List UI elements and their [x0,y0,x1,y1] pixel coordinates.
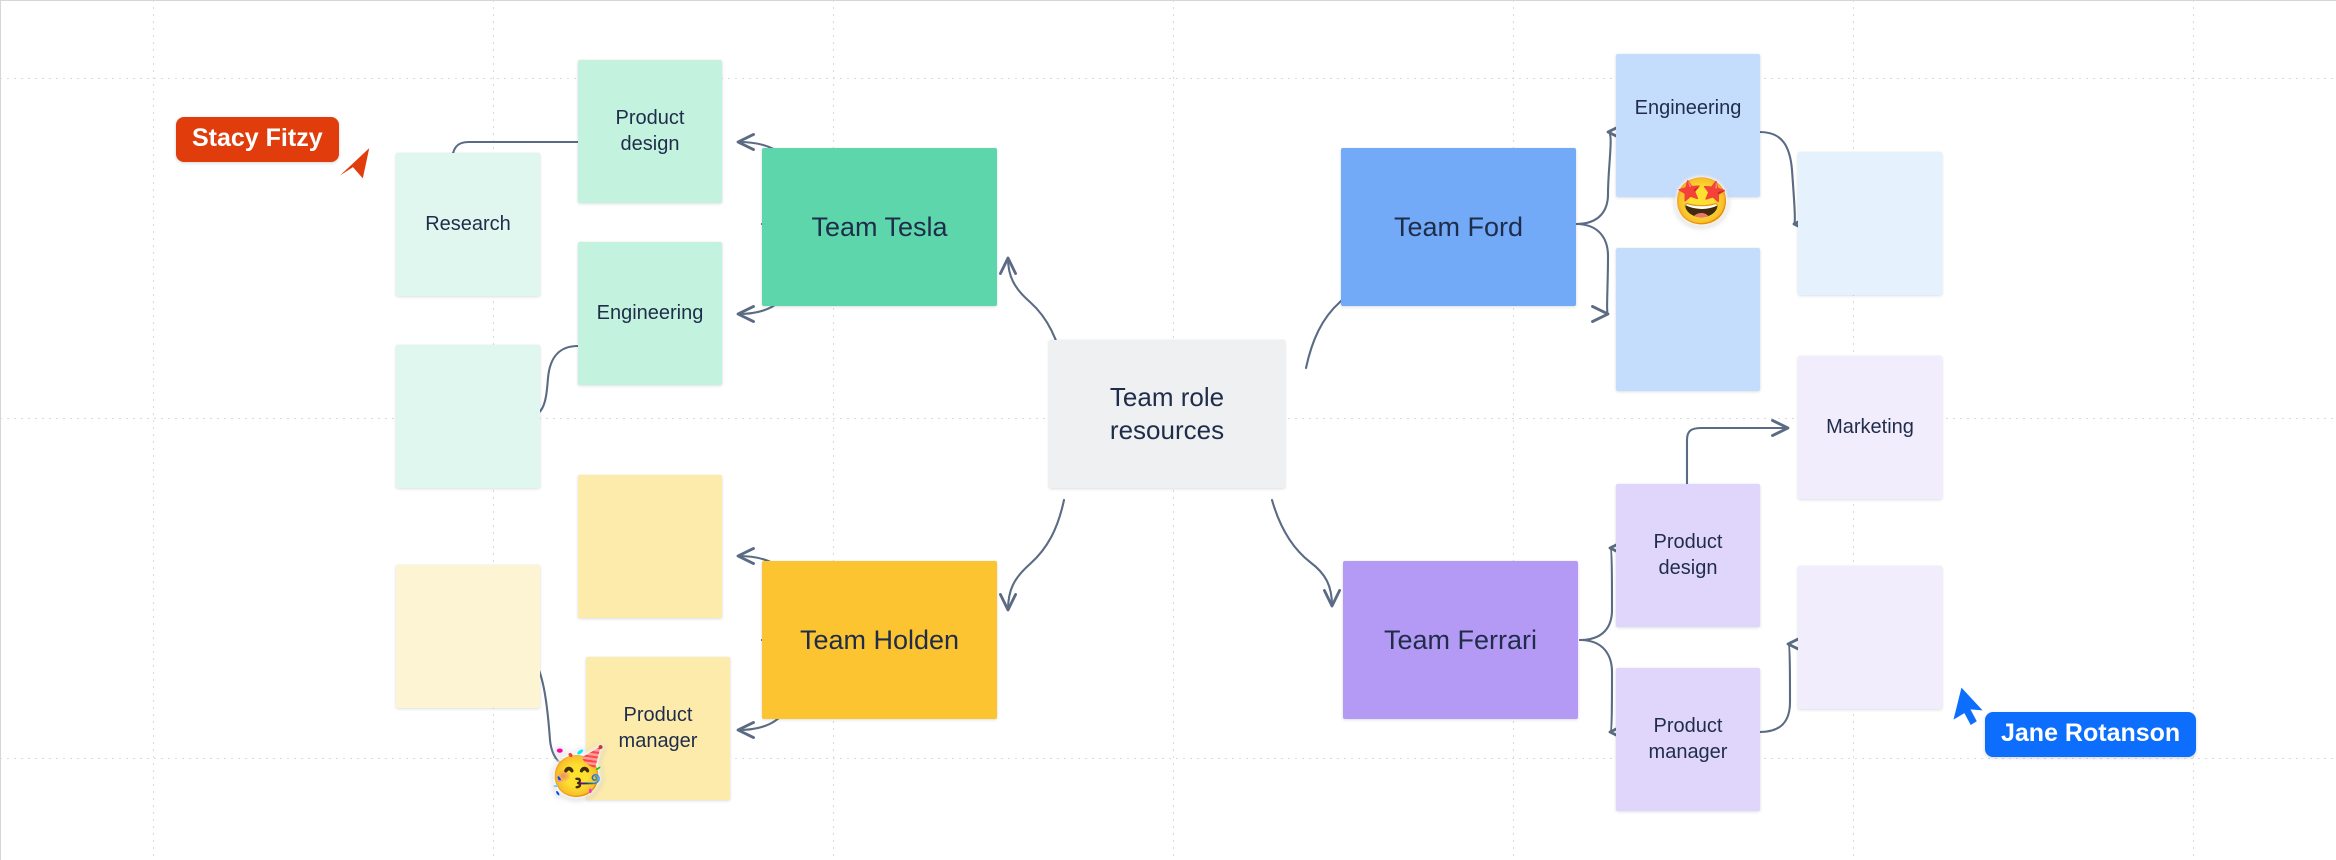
grid-line-vertical [153,0,154,860]
star-struck-emoji[interactable]: 🤩 [1673,175,1731,227]
grid-line-vertical [1513,0,1514,860]
node-team-ford[interactable]: Team Ford [1341,148,1576,306]
grid-line-horizontal [0,758,2336,759]
node-tesla-role-engineering[interactable]: Engineering [578,242,722,385]
node-holden-role-blank[interactable] [578,475,722,618]
node-tesla-role-product-design[interactable]: Product design [578,60,722,203]
node-team-tesla[interactable]: Team Tesla [762,148,997,306]
node-tesla-output-research[interactable]: Research [396,153,540,296]
node-team-ferrari[interactable]: Team Ferrari [1343,561,1578,719]
grid-line-horizontal [0,78,2336,79]
cursor-pointer-jane-rotanson [1953,687,1983,725]
node-tesla-output-blank[interactable] [396,345,540,488]
node-ford-output-blank[interactable] [1798,152,1942,295]
grid-line-vertical [833,0,834,860]
cursor-pointer-stacy-fitzy [339,148,370,179]
node-holden-role-product-manager[interactable]: Product manager [586,657,730,800]
cursor-label-jane-rotanson: Jane Rotanson [1985,712,2197,757]
node-ferrari-role-product-design[interactable]: Product design [1616,484,1760,627]
node-ford-role-blank[interactable] [1616,248,1760,391]
node-team-holden[interactable]: Team Holden [762,561,997,719]
node-ferrari-role-product-manager[interactable]: Product manager [1616,668,1760,811]
cursor-label-stacy-fitzy: Stacy Fitzy [176,117,339,162]
node-ferrari-output-marketing[interactable]: Marketing [1798,356,1942,499]
node-ferrari-output-blank[interactable] [1798,566,1942,709]
node-ford-role-engineering[interactable]: Engineering [1616,54,1760,197]
node-team-role-resources[interactable]: Team role resources [1049,340,1285,488]
node-holden-output-blank-1[interactable] [396,565,540,708]
partying-face-emoji[interactable]: 🥳 [548,745,606,797]
